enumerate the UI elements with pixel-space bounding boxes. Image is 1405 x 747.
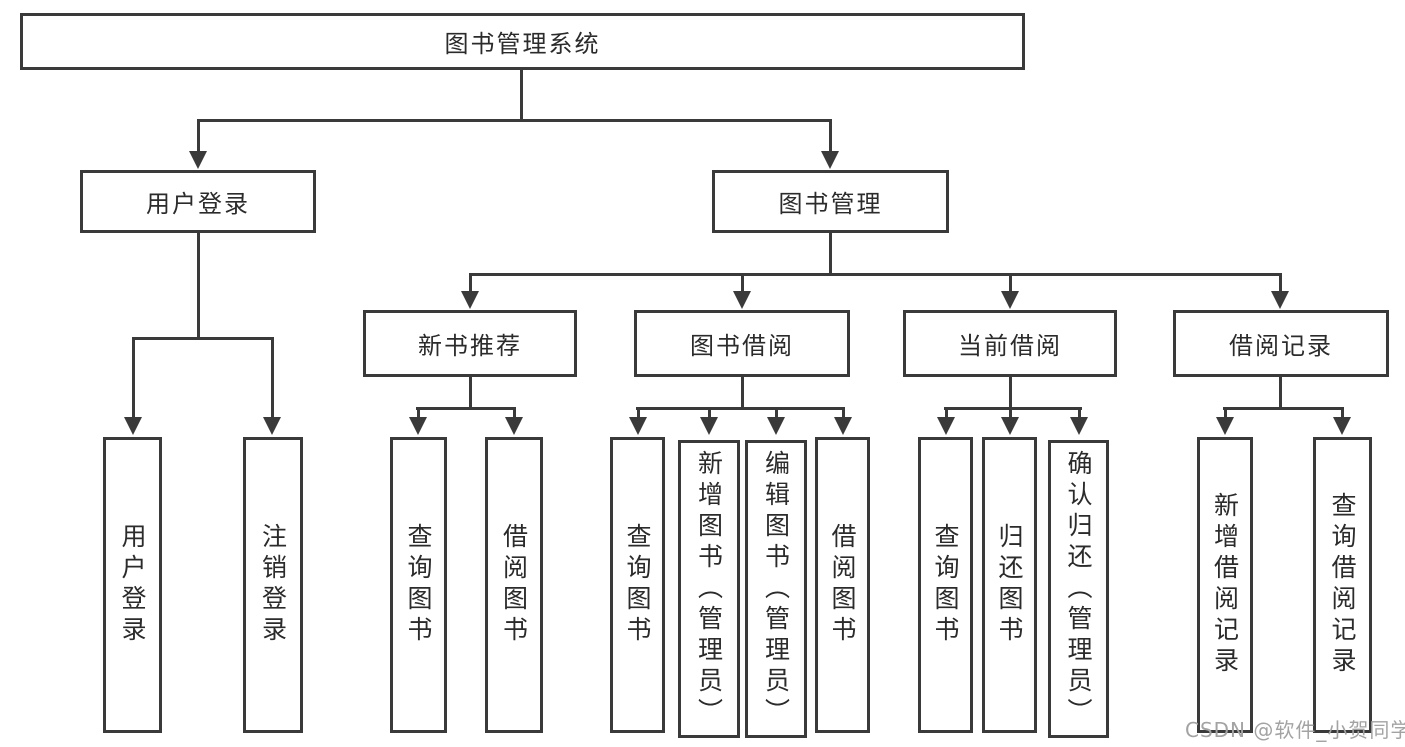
connector-line bbox=[708, 410, 711, 418]
connector-line bbox=[842, 410, 845, 418]
leaf-add-borrow-record: 新增借阅记录 bbox=[1197, 437, 1253, 733]
connector-line bbox=[416, 407, 516, 410]
connector-arrow bbox=[1001, 417, 1019, 435]
leaf-user-login: 用户登录 bbox=[103, 437, 162, 733]
connector-line bbox=[469, 276, 472, 292]
connector-line bbox=[636, 407, 845, 410]
connector-line bbox=[944, 407, 1082, 410]
node-library-system: 图书管理系统 bbox=[20, 13, 1025, 70]
connector-line bbox=[945, 410, 948, 418]
connector-arrow bbox=[767, 417, 785, 435]
leaf-borrow-books-recommend: 借阅图书 bbox=[485, 437, 543, 733]
connector-line bbox=[513, 410, 516, 418]
connector-line bbox=[1009, 410, 1012, 418]
connector-arrow bbox=[937, 417, 955, 435]
connector-arrow bbox=[1333, 417, 1351, 435]
connector-arrow bbox=[409, 417, 427, 435]
node-book-borrowing: 图书借阅 bbox=[634, 310, 850, 377]
connector-arrow bbox=[1001, 291, 1019, 309]
connector-line bbox=[1279, 377, 1282, 407]
connector-line bbox=[1078, 410, 1081, 418]
connector-arrow bbox=[700, 417, 718, 435]
connector-arrow bbox=[821, 151, 839, 169]
connector-arrow bbox=[124, 417, 142, 435]
leaf-logout: 注销登录 bbox=[243, 437, 303, 733]
connector-line bbox=[469, 273, 1282, 276]
connector-line bbox=[741, 377, 744, 407]
connector-line bbox=[132, 337, 274, 340]
connector-line bbox=[1223, 407, 1344, 410]
node-current-borrowing: 当前借阅 bbox=[903, 310, 1117, 377]
connector-arrow bbox=[1070, 417, 1088, 435]
connector-arrow bbox=[1271, 291, 1289, 309]
node-user-login: 用户登录 bbox=[80, 170, 316, 233]
connector-line bbox=[1279, 276, 1282, 292]
connector-line bbox=[637, 410, 640, 418]
leaf-return-books: 归还图书 bbox=[982, 437, 1037, 733]
connector-line bbox=[197, 233, 200, 337]
connector-line bbox=[1009, 276, 1012, 292]
connector-arrow bbox=[834, 417, 852, 435]
connector-arrow bbox=[189, 151, 207, 169]
leaf-edit-book-admin: 编辑图书（管理员） bbox=[745, 440, 807, 738]
connector-arrow bbox=[733, 291, 751, 309]
leaf-query-books-recommend: 查询图书 bbox=[390, 437, 447, 733]
connector-arrow bbox=[505, 417, 523, 435]
connector-line bbox=[132, 340, 135, 418]
connector-line bbox=[829, 122, 832, 152]
leaf-borrow-books-borrowing: 借阅图书 bbox=[815, 437, 870, 733]
connector-line bbox=[741, 276, 744, 292]
leaf-query-books-borrowing: 查询图书 bbox=[610, 437, 665, 733]
connector-line bbox=[520, 70, 523, 119]
connector-line bbox=[197, 122, 200, 152]
connector-line bbox=[775, 410, 778, 418]
connector-line bbox=[1009, 377, 1012, 407]
connector-line bbox=[197, 119, 832, 122]
leaf-add-book-admin: 新增图书（管理员） bbox=[678, 440, 740, 738]
connector-arrow bbox=[263, 417, 281, 435]
connector-line bbox=[1341, 410, 1344, 418]
node-new-book-recommend: 新书推荐 bbox=[363, 310, 577, 377]
connector-arrow bbox=[461, 291, 479, 309]
node-borrowing-records: 借阅记录 bbox=[1173, 310, 1389, 377]
leaf-confirm-return-admin: 确认归还（管理员） bbox=[1048, 440, 1109, 738]
node-book-management: 图书管理 bbox=[712, 170, 949, 233]
leaf-query-books-current: 查询图书 bbox=[918, 437, 973, 733]
connector-line bbox=[417, 410, 420, 418]
connector-line bbox=[1224, 410, 1227, 418]
connector-arrow bbox=[629, 417, 647, 435]
watermark-text: CSDN @软件_小贺同学 bbox=[1185, 718, 1405, 742]
leaf-query-borrow-record: 查询借阅记录 bbox=[1313, 437, 1372, 733]
connector-line bbox=[469, 377, 472, 407]
connector-line bbox=[271, 340, 274, 418]
connector-line bbox=[829, 233, 832, 273]
connector-arrow bbox=[1216, 417, 1234, 435]
